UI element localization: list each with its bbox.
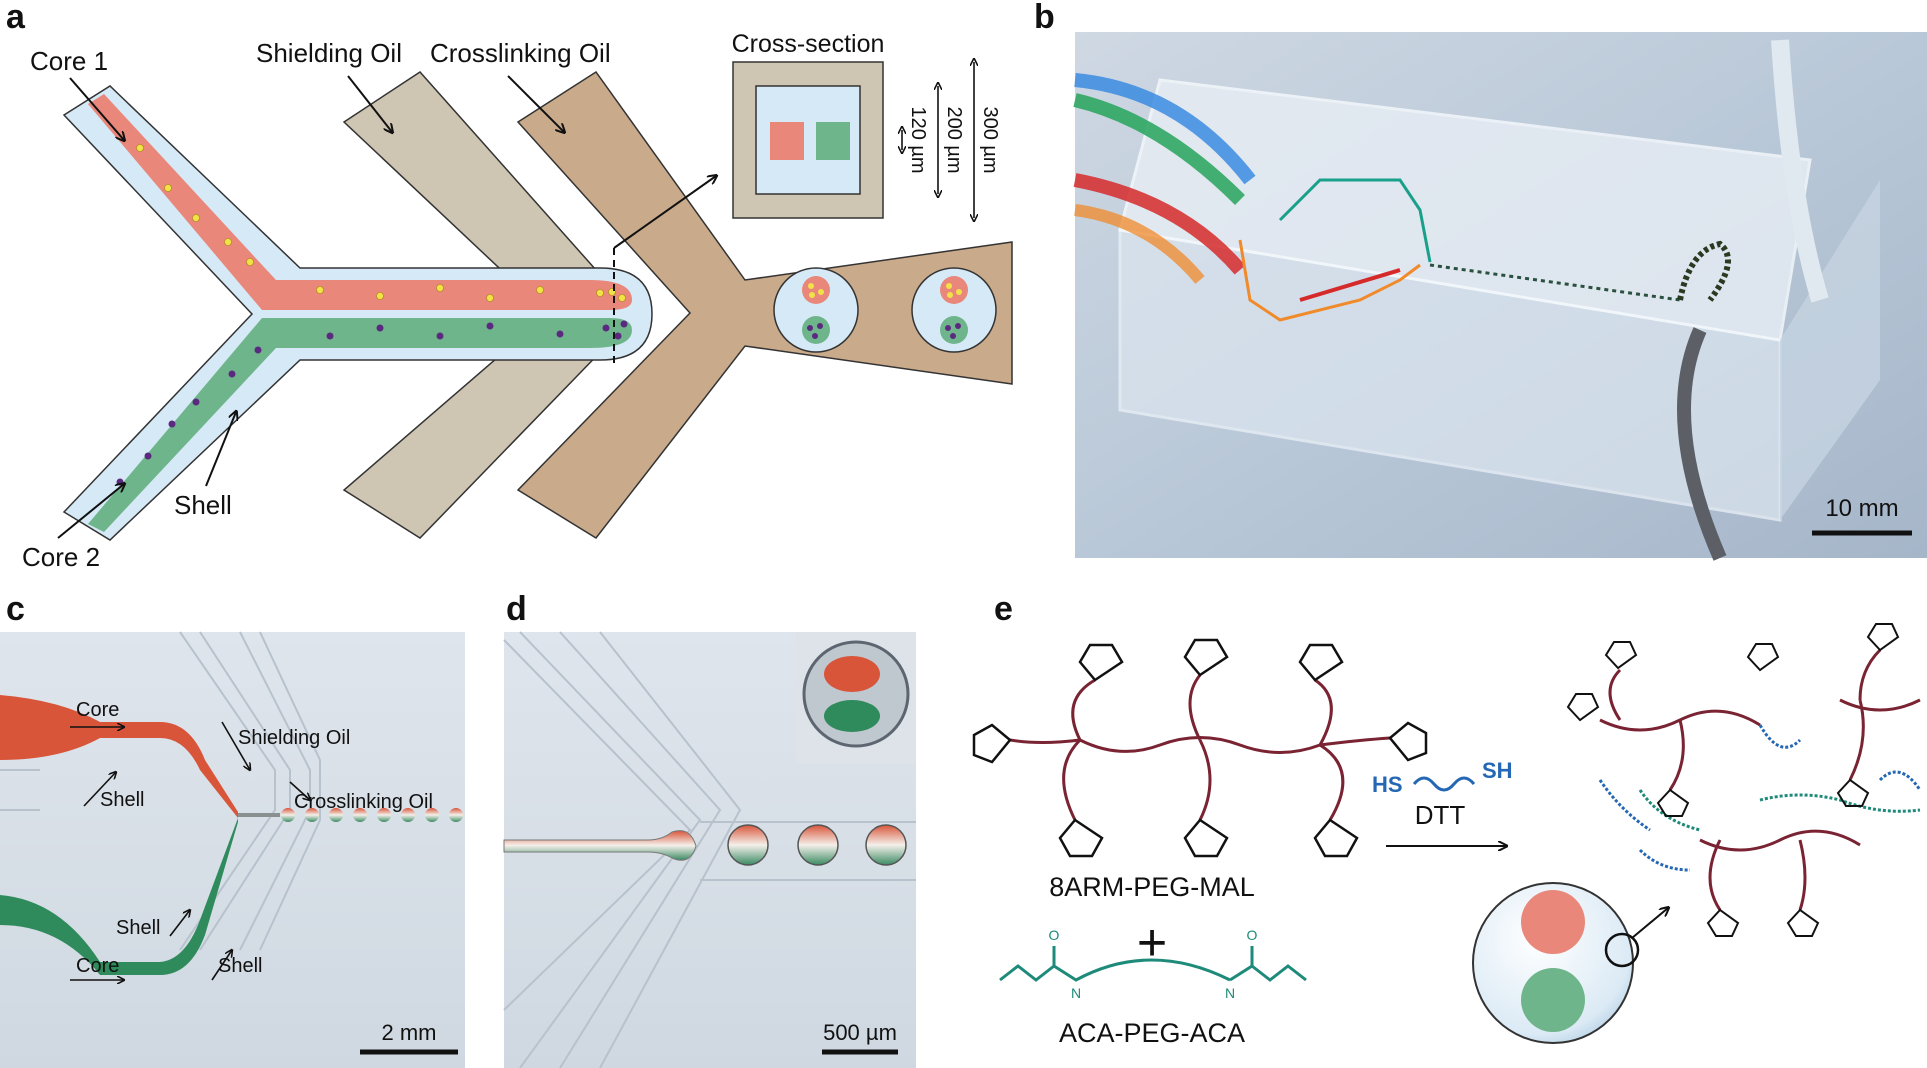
core-red-stream — [0, 695, 238, 818]
core-top-label: Core — [76, 699, 119, 721]
cross-section-arrow — [613, 176, 716, 249]
aca-peg-aca-structure — [999, 946, 1307, 982]
panel-e: e 8ARM-PEG-MAL + — [972, 590, 1922, 1048]
droplets-d — [727, 824, 907, 866]
dim-200: 200 µm — [943, 106, 965, 173]
aca-n-left: N — [1071, 985, 1081, 1001]
panel-c: c Core Shell Shielding Oil Crosslinking … — [0, 590, 465, 1068]
dim-120: 120 µm — [907, 106, 929, 173]
dtt-hs-label: HS — [1372, 772, 1403, 797]
shielding-oil-label: Shielding Oil — [256, 38, 402, 68]
dtt-label: DTT — [1415, 800, 1466, 830]
cross-section-inset: Cross-section 120 µm 200 µm 300 µm — [732, 30, 1001, 218]
arm-peg-structure — [1009, 674, 1391, 821]
panel-letter-c: c — [6, 590, 25, 628]
core2-stream — [88, 318, 632, 532]
droplet-2 — [911, 267, 997, 353]
maleimide-groups — [972, 638, 1428, 858]
capsule-illustration — [1472, 882, 1668, 1044]
crosslinking-oil-label-c: Crosslinking Oil — [294, 791, 433, 813]
panel-letter-d: d — [506, 590, 527, 628]
panel-b: b 10 mm — [1034, 0, 1927, 561]
core1-stream — [88, 94, 632, 310]
aca-o-right: O — [1247, 927, 1258, 943]
core-green-stream — [0, 818, 238, 975]
shell-mid-label: Shell — [116, 917, 160, 939]
aca-o-left: O — [1049, 927, 1060, 943]
droplet-train-c — [281, 808, 463, 822]
shell-bottom-label: Shell — [218, 955, 262, 977]
shell-channel — [62, 85, 653, 541]
dim-300: 300 µm — [979, 106, 1001, 173]
arm-peg-label: 8ARM-PEG-MAL — [1049, 872, 1255, 902]
droplet-1 — [773, 267, 859, 353]
crosslinking-oil-channel — [516, 70, 1013, 539]
panel-a: a — [6, 0, 1013, 572]
yellow-particles — [136, 144, 626, 302]
dtt-chain — [1412, 776, 1476, 792]
shell-top-label: Shell — [100, 789, 144, 811]
plus-sign: + — [1137, 914, 1167, 972]
purple-particles — [116, 320, 628, 486]
crosslinking-oil-label: Crosslinking Oil — [430, 38, 611, 68]
scale-label-c: 2 mm — [382, 1020, 437, 1045]
scale-label-b: 10 mm — [1825, 495, 1898, 522]
shielding-oil-label-c: Shielding Oil — [238, 727, 350, 749]
dtt-sh-label: SH — [1482, 758, 1513, 783]
scale-label-d: 500 µm — [823, 1020, 897, 1045]
core-bottom-label: Core — [76, 955, 119, 977]
core1-label: Core 1 — [30, 46, 108, 76]
shell-label: Shell — [174, 490, 232, 520]
aca-peg-label: ACA-PEG-ACA — [1059, 1018, 1245, 1048]
panel-letter-b: b — [1034, 0, 1055, 36]
panel-letter-e: e — [994, 590, 1013, 628]
core2-label: Core 2 — [22, 542, 100, 572]
panel-letter-a: a — [6, 0, 26, 36]
aca-n-right: N — [1225, 985, 1235, 1001]
cross-section-label: Cross-section — [732, 30, 885, 58]
panel-d: d 500 µm — [503, 590, 916, 1068]
chip-micrograph — [0, 632, 465, 1068]
hydrogel-network — [1566, 623, 1922, 937]
